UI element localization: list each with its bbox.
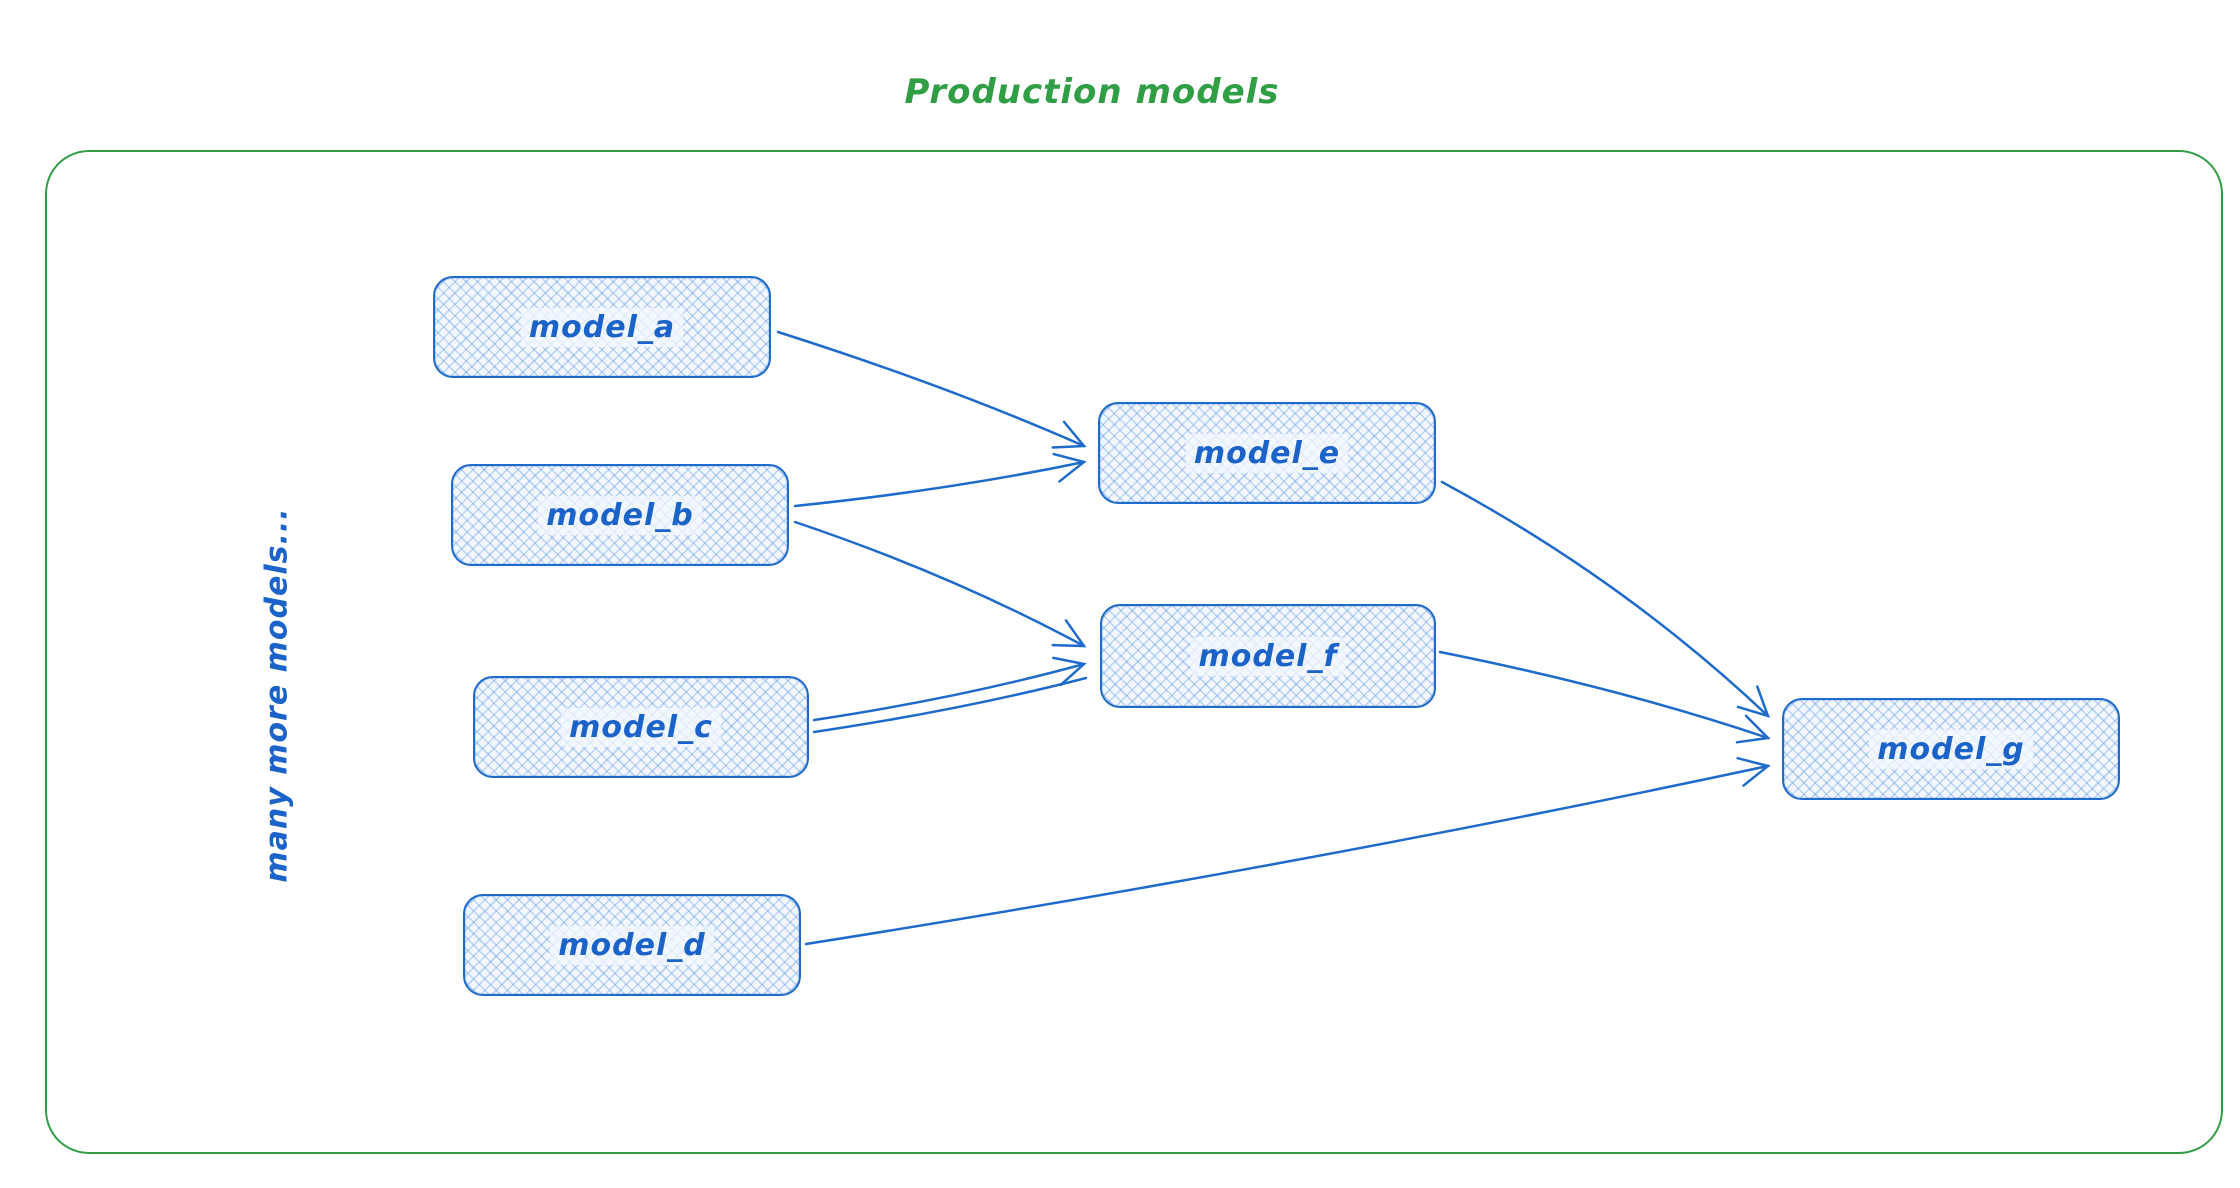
node-model-f[interactable]: model_f <box>1100 604 1436 708</box>
node-model-a[interactable]: model_a <box>433 276 771 378</box>
node-model-g[interactable]: model_g <box>1782 698 2120 800</box>
node-model-c[interactable]: model_c <box>473 676 809 778</box>
many-more-models-label: many more models... <box>259 507 295 883</box>
node-model-f-label: model_f <box>1190 636 1346 676</box>
production-models-frame <box>45 150 2223 1154</box>
node-model-c-label: model_c <box>561 707 721 747</box>
node-model-b[interactable]: model_b <box>451 464 789 566</box>
node-model-d-label: model_d <box>550 925 714 965</box>
node-model-g-label: model_g <box>1869 729 2033 769</box>
node-model-d[interactable]: model_d <box>463 894 801 996</box>
node-model-a-label: model_a <box>520 307 684 347</box>
node-model-e[interactable]: model_e <box>1098 402 1436 504</box>
node-model-e-label: model_e <box>1185 433 1349 473</box>
node-model-b-label: model_b <box>538 495 702 535</box>
diagram-title: Production models <box>904 72 1280 112</box>
